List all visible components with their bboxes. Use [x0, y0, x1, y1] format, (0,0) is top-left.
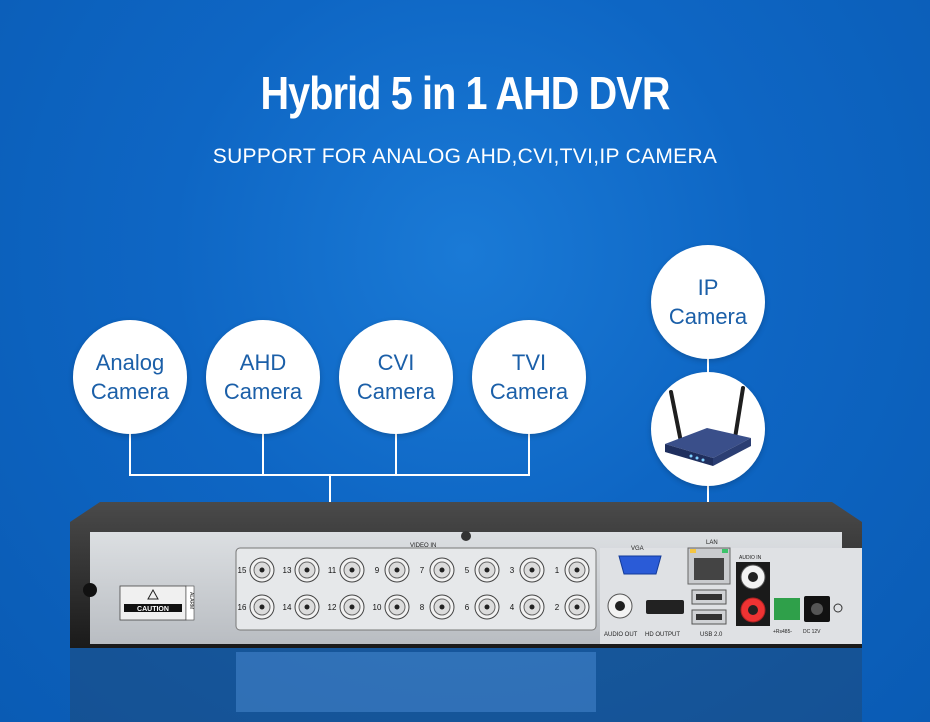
channel-number: 13	[283, 566, 292, 575]
audio-out-label: AUDIO OUT	[604, 632, 638, 638]
bnc-pin	[484, 604, 490, 610]
bnc-connectors: 15 13 11 9 7 5 3 1 16 14 12 10 8 6 4 2	[238, 557, 590, 620]
bnc-pin	[259, 604, 265, 610]
channel-number: 1	[555, 566, 560, 575]
dc-label: DC 12V	[803, 629, 821, 635]
rs485-label: +Rs485-	[773, 629, 792, 635]
hdmi-port	[646, 600, 684, 614]
lan-port	[694, 558, 724, 580]
video-in-label: VIDEO IN	[410, 543, 436, 549]
bubble-line1: AHD	[239, 350, 287, 375]
bubble-line1: TVI	[511, 350, 547, 375]
wifi-router-icon	[665, 386, 751, 466]
vga-label: VGA	[631, 546, 644, 552]
channel-number: 11	[328, 566, 337, 575]
connector-ahd	[262, 430, 264, 476]
lan-label: LAN	[706, 540, 718, 546]
bubble-line2: Camera	[356, 379, 436, 404]
vga-port	[618, 555, 662, 575]
bubble-line1: CVI	[377, 350, 415, 375]
bnc-pin	[439, 604, 445, 610]
bubble-cvi-camera: CVI Camera	[339, 320, 453, 434]
usb-label: USB 2.0	[700, 632, 723, 638]
alarm-label: ALARM	[188, 592, 194, 609]
hd-output-label: HD OUTPUT	[645, 632, 680, 638]
bnc-pin	[529, 604, 535, 610]
channel-number: 9	[375, 566, 380, 575]
dvr-rear-panel: 15 13 11 9 7 5 3 1 16 14 12 10 8 6 4 2 VIDEO IN CAUTION…	[70, 502, 862, 648]
connector-cvi	[395, 430, 397, 476]
bubble-line1: IP	[697, 275, 719, 300]
bubble-tvi-camera: TVI Camera	[472, 320, 586, 434]
router-bubble	[651, 372, 765, 486]
bubble-line2: Camera	[90, 379, 170, 404]
bnc-pin	[349, 567, 355, 573]
bubble-line1: Analog	[95, 350, 165, 375]
channel-number: 3	[510, 566, 515, 575]
bubble-ahd-camera: AHD Camera	[206, 320, 320, 434]
bnc-pin	[574, 567, 580, 573]
rs485-terminal	[774, 598, 800, 620]
channel-number: 15	[238, 566, 247, 575]
bubble-line2: Camera	[489, 379, 569, 404]
bubble-line2: Camera	[223, 379, 303, 404]
bnc-pin	[484, 567, 490, 573]
bnc-pin	[439, 567, 445, 573]
channel-number: 8	[420, 603, 425, 612]
channel-number: 5	[465, 566, 470, 575]
channel-number: 4	[510, 603, 515, 612]
caution-label: CAUTION	[137, 606, 169, 613]
bnc-pin	[394, 604, 400, 610]
bnc-pin	[529, 567, 535, 573]
audio-in-label: AUDIO IN	[739, 555, 762, 561]
bnc-pin	[304, 567, 310, 573]
bnc-pin	[349, 604, 355, 610]
bnc-pin	[394, 567, 400, 573]
connector-analog	[129, 430, 131, 476]
channel-number: 12	[328, 603, 337, 612]
page-title: Hybrid 5 in 1 AHD DVR	[260, 67, 670, 119]
bubble-ip-camera: IP Camera	[651, 245, 765, 359]
bnc-pin	[259, 567, 265, 573]
channel-number: 6	[465, 603, 470, 612]
channel-number: 2	[555, 603, 560, 612]
dvr-reflection	[70, 648, 862, 722]
page-subtitle: SUPPORT FOR ANALOG AHD,CVI,TVI,IP CAMERA	[212, 145, 718, 168]
bubble-analog-camera: Analog Camera	[73, 320, 187, 434]
bubble-line2: Camera	[668, 304, 748, 329]
channel-number: 16	[238, 603, 247, 612]
bnc-pin	[574, 604, 580, 610]
channel-number: 14	[283, 603, 292, 612]
channel-number: 7	[420, 566, 425, 575]
connector-tvi	[528, 430, 530, 476]
bnc-pin	[304, 604, 310, 610]
channel-number: 10	[373, 603, 382, 612]
connector-ip-router	[707, 358, 709, 374]
